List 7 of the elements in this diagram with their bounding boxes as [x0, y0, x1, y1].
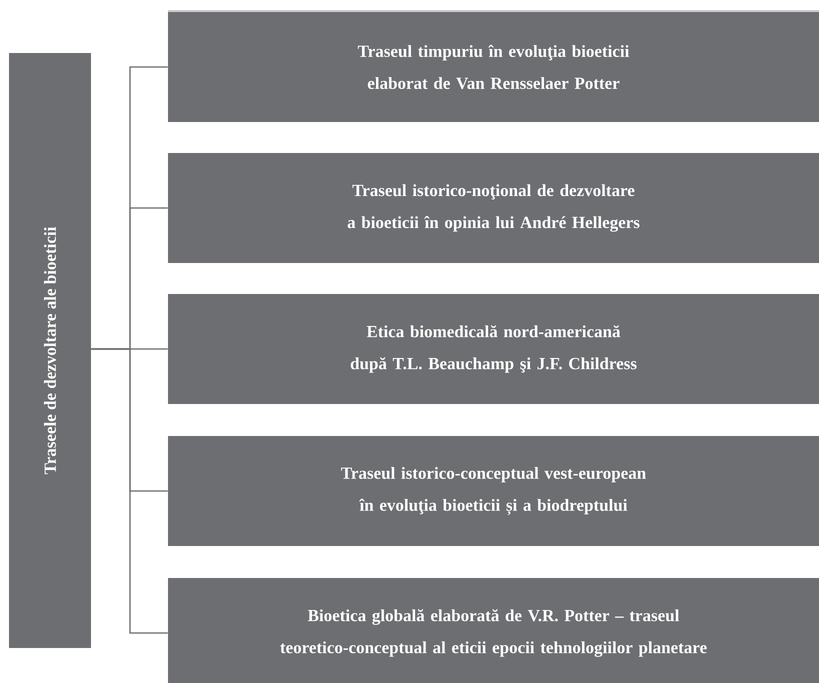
process-box: Traseul istorico-noţional de dezvoltare a bioeticii în opinia lui André Hellegers — [168, 153, 819, 263]
connector — [91, 348, 168, 634]
category-box: Traseele de dezvoltare ale bioeticii — [9, 53, 91, 648]
process-box: Bioetica globală elaborată de V.R. Potter – traseul teoretico-conceptual al eticii epocii tehnologiilor planetare — [168, 578, 819, 683]
process-box: Traseul istorico-conceptual vest-european în evoluţia bioeticii și a biodreptului — [168, 436, 819, 546]
process-box: Etica biomedicală nord-americană după T.L. Beauchamp şi J.F. Childress — [168, 294, 819, 404]
process-box: Traseul timpuriu în evoluţia bioeticii elaborat de Van Rensselaer Potter — [168, 12, 819, 122]
